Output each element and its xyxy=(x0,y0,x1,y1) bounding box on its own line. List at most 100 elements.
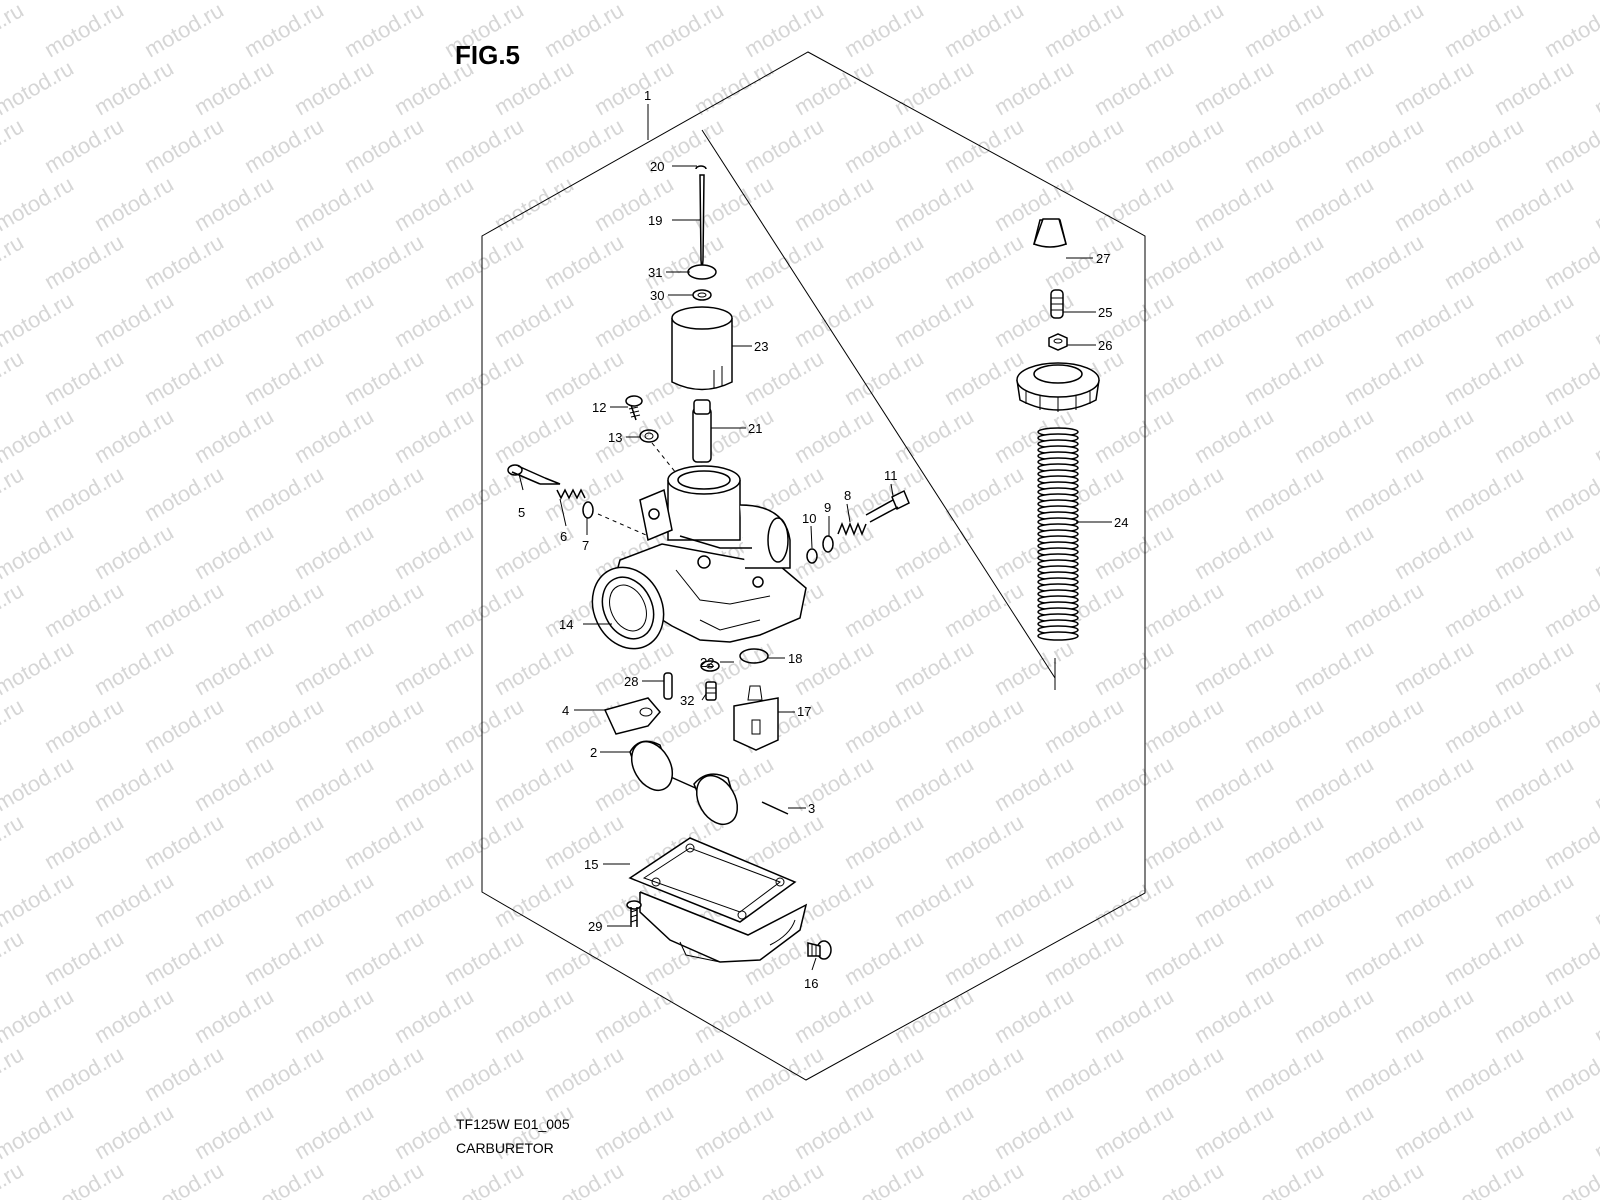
watermark-text: motod.ru xyxy=(1140,925,1228,990)
watermark-text: motod.ru xyxy=(40,577,128,642)
watermark-text: motod.ru xyxy=(290,751,378,816)
watermark-text: motod.ru xyxy=(1140,577,1228,642)
watermark-text: motod.ru xyxy=(1340,693,1428,758)
callout-6: 6 xyxy=(560,529,567,544)
watermark-text: motod.ru xyxy=(1540,925,1600,990)
watermark-text: motod.ru xyxy=(1390,519,1478,584)
part-float-clip xyxy=(603,697,661,735)
watermark-text: motod.ru xyxy=(1390,635,1478,700)
part-spring-6 xyxy=(556,488,586,500)
watermark-text: motod.ru xyxy=(1090,55,1178,120)
watermark-text: motod.ru xyxy=(140,113,228,178)
assembly-outline xyxy=(481,51,1146,1081)
watermark-text: motod.ru xyxy=(740,1041,828,1106)
watermark-text: motod.ru xyxy=(940,1157,1028,1200)
watermark-text: motod.ru xyxy=(40,1157,128,1200)
watermark-text: motod.ru xyxy=(1040,0,1128,62)
callout-labels: 1 2 3 4 5 6 7 8 9 10 11 12 13 14 15 16 1… xyxy=(518,88,1128,991)
watermark-text: motod.ru xyxy=(140,461,228,526)
watermark-text: motod.ru xyxy=(790,403,878,468)
callout-31: 31 xyxy=(648,265,662,280)
watermark-text: motod.ru xyxy=(40,113,128,178)
watermark-text: motod.ru xyxy=(1290,171,1378,236)
watermark-text: motod.ru xyxy=(1040,925,1128,990)
part-o-ring-10 xyxy=(806,548,818,564)
watermark-text: motod.ru xyxy=(1540,1157,1600,1200)
part-cap xyxy=(1033,218,1067,248)
watermark-text: motod.ru xyxy=(540,113,628,178)
watermark-text: motod.ru xyxy=(1440,229,1528,294)
watermark-text: motod.ru xyxy=(140,577,228,642)
watermark-text: motod.ru xyxy=(890,635,978,700)
watermark-text: motod.ru xyxy=(1590,751,1600,816)
part-jet-32 xyxy=(705,681,717,701)
watermark-text: motod.ru xyxy=(1540,229,1600,294)
watermark-text: motod.ru xyxy=(1590,1099,1600,1164)
watermark-text: motod.ru xyxy=(940,461,1028,526)
watermark-text: motod.ru xyxy=(0,1041,28,1106)
callout-17: 17 xyxy=(797,704,811,719)
watermark-text: motod.ru xyxy=(1190,519,1278,584)
watermark-text: motod.ru xyxy=(940,577,1028,642)
watermark-text: motod.ru xyxy=(1590,519,1600,584)
watermark-text: motod.ru xyxy=(90,287,178,352)
watermark-text: motod.ru xyxy=(0,519,78,584)
watermark-text: motod.ru xyxy=(740,113,828,178)
watermark-text: motod.ru xyxy=(890,751,978,816)
watermark-text: motod.ru xyxy=(1540,461,1600,526)
watermark-text: motod.ru xyxy=(1340,0,1428,62)
watermark-text: motod.ru xyxy=(1440,113,1528,178)
watermark-text: motod.ru xyxy=(40,345,128,410)
watermark-text: motod.ru xyxy=(340,0,428,62)
watermark-text: motod.ru xyxy=(1140,693,1228,758)
watermark-text: motod.ru xyxy=(1440,345,1528,410)
callout-3: 3 xyxy=(808,801,815,816)
watermark-text: motod.ru xyxy=(1490,635,1578,700)
watermark-text: motod.ru xyxy=(290,287,378,352)
watermark-text: motod.ru xyxy=(0,751,78,816)
callout-14: 14 xyxy=(559,617,573,632)
leader-lines xyxy=(518,104,1112,971)
part-float-pin xyxy=(761,801,789,815)
watermark-text: motod.ru xyxy=(290,983,378,1048)
watermark-text: motod.ru xyxy=(0,1099,78,1164)
watermark-text: motod.ru xyxy=(1140,0,1228,62)
watermark-text: motod.ru xyxy=(1290,867,1378,932)
watermark-text: motod.ru xyxy=(0,171,78,236)
watermark-text: motod.ru xyxy=(1040,693,1128,758)
watermark-text: motod.ru xyxy=(1040,1041,1128,1106)
watermark-text: motod.ru xyxy=(990,55,1078,120)
watermark-text: motod.ru xyxy=(690,55,778,120)
callout-5: 5 xyxy=(518,505,525,520)
watermark-text: motod.ru xyxy=(790,867,878,932)
part-float-gasket xyxy=(628,837,797,923)
watermark-text: motod.ru xyxy=(1140,113,1228,178)
watermark-text: motod.ru xyxy=(1390,751,1478,816)
watermark-text: motod.ru xyxy=(190,983,278,1048)
watermark-text: motod.ru xyxy=(40,809,128,874)
part-washer-9 xyxy=(822,535,834,553)
watermark-text: motod.ru xyxy=(340,229,428,294)
watermark-text: motod.ru xyxy=(1340,113,1428,178)
watermark-text: motod.ru xyxy=(440,577,528,642)
watermark-text: motod.ru xyxy=(940,1041,1028,1106)
watermark-text: motod.ru xyxy=(740,0,828,62)
callout-7: 7 xyxy=(582,538,589,553)
callout-8: 8 xyxy=(844,488,851,503)
watermark-text: motod.ru xyxy=(790,635,878,700)
watermark-text: motod.ru xyxy=(1340,229,1428,294)
watermark-text: motod.ru xyxy=(140,345,228,410)
watermark-text: motod.ru xyxy=(790,1099,878,1164)
watermark-text: motod.ru xyxy=(1340,809,1428,874)
watermark-text: motod.ru xyxy=(1540,577,1600,642)
watermark-text: motod.ru xyxy=(90,867,178,932)
watermark-text: motod.ru xyxy=(490,751,578,816)
watermark-text: motod.ru xyxy=(790,287,878,352)
callout-1: 1 xyxy=(644,88,651,103)
watermark-text: motod.ru xyxy=(1340,925,1428,990)
watermark-text: motod.ru xyxy=(1140,345,1228,410)
figure-title: FIG.5 xyxy=(455,40,521,70)
watermark-text: motod.ru xyxy=(940,229,1028,294)
part-top-cap xyxy=(1016,362,1100,412)
watermark-text: motod.ru xyxy=(0,113,28,178)
